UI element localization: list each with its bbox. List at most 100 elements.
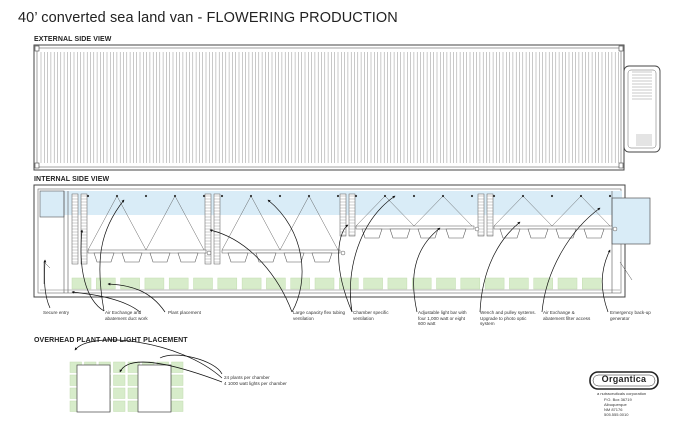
lamp-hood bbox=[555, 228, 577, 239]
callout-arrow bbox=[413, 227, 441, 313]
plant-pot bbox=[339, 277, 359, 290]
callout-arrow bbox=[601, 249, 611, 313]
plant-pot bbox=[582, 277, 602, 290]
plant-pot bbox=[217, 277, 238, 290]
label-plant-placement: Plant placement bbox=[168, 310, 201, 315]
overhead-view-heading: OVERHEAD PLANT AND LIGHT PLACEMENT bbox=[34, 337, 188, 344]
ceiling-hook bbox=[521, 194, 525, 198]
duct-tube bbox=[213, 193, 221, 265]
light-bar bbox=[493, 225, 618, 239]
ceiling-hook bbox=[307, 194, 311, 198]
plant-square bbox=[113, 374, 126, 386]
plant-pot bbox=[193, 277, 213, 290]
lamp-hood bbox=[445, 228, 467, 239]
ceiling-hook bbox=[441, 194, 445, 198]
logo-tagline: a nutraceuticals corporation bbox=[597, 391, 647, 396]
external-container bbox=[33, 44, 661, 171]
plant-pot bbox=[168, 277, 189, 290]
plant-pot bbox=[387, 277, 408, 290]
ceiling-hook bbox=[412, 194, 416, 198]
internal-view-heading: INTERNAL SIDE VIEW bbox=[34, 176, 110, 183]
lamp-hood bbox=[417, 228, 439, 239]
duct-tube bbox=[348, 193, 356, 237]
callout-arrow bbox=[349, 195, 396, 313]
pulley-icon bbox=[206, 250, 212, 256]
callout-arrow bbox=[541, 207, 601, 313]
plant-pot bbox=[120, 277, 140, 290]
pulley-icon bbox=[474, 226, 480, 232]
label-secure-entry: Secure entry bbox=[43, 310, 70, 315]
callout-arrow bbox=[338, 224, 353, 313]
plant-square bbox=[113, 400, 126, 412]
plant-pot bbox=[241, 277, 262, 290]
plant-square bbox=[171, 387, 184, 399]
ceiling-hook bbox=[336, 194, 340, 198]
plant-square bbox=[113, 361, 126, 373]
callout-arrow bbox=[99, 199, 125, 312]
pulley-icon bbox=[612, 226, 618, 232]
external-view-heading: EXTERNAL SIDE VIEW bbox=[34, 36, 112, 43]
plant-pot bbox=[460, 277, 481, 290]
plant-square bbox=[171, 400, 184, 412]
ceiling-hook bbox=[220, 194, 224, 198]
plant-pot bbox=[509, 277, 529, 290]
pulley-icon bbox=[340, 250, 346, 256]
lamp-hood bbox=[527, 228, 549, 239]
lamp-hood bbox=[499, 228, 521, 239]
logo-address: P.O. Box 36719 Albuquerque NM 87176 505.… bbox=[604, 397, 632, 417]
label-flex-tubing: Large capacity flex tubing ventilation bbox=[293, 310, 346, 321]
duct-tube bbox=[477, 193, 485, 237]
duct-tube bbox=[71, 193, 79, 265]
callout-arrow bbox=[479, 221, 521, 313]
lamp-hood bbox=[583, 228, 605, 239]
overhead-chamber bbox=[69, 339, 223, 413]
plant-pot bbox=[484, 277, 505, 290]
callout-arrow bbox=[267, 199, 303, 313]
ceiling-hook bbox=[249, 194, 253, 198]
label-plants-per-chamber: 24 plants per chamber bbox=[224, 375, 270, 380]
plant-square bbox=[113, 387, 126, 399]
plant-pot bbox=[266, 277, 286, 290]
plant-pot bbox=[436, 277, 456, 290]
light-bar bbox=[221, 249, 346, 263]
label-wench-pulley: Wench and pulley systems. Upgrade to pho… bbox=[480, 310, 536, 327]
lamp-hood bbox=[389, 228, 411, 239]
label-chamber-ventilation: Chamber specific ventilation bbox=[353, 310, 389, 321]
ceiling-hook bbox=[278, 194, 282, 198]
lamp-hood bbox=[121, 252, 143, 263]
ceiling-hook bbox=[86, 194, 90, 198]
label-light-bar: Adjustable light bar with four 1,000 wat… bbox=[418, 310, 467, 327]
callout-arrow bbox=[43, 259, 51, 309]
logo-wordmark: Organtica bbox=[601, 374, 647, 384]
lamp-hood bbox=[283, 252, 305, 263]
lamp-hood bbox=[361, 228, 383, 239]
ceiling-hook bbox=[354, 194, 358, 198]
ceiling-hook bbox=[550, 194, 554, 198]
duct-tube bbox=[339, 193, 347, 237]
ceiling-hook bbox=[579, 194, 583, 198]
ceiling-hook bbox=[608, 194, 612, 198]
duct-tube bbox=[80, 193, 88, 265]
lamp-hood bbox=[311, 252, 333, 263]
ceiling-hook bbox=[115, 194, 119, 198]
plant-square bbox=[171, 374, 184, 386]
label-air-exchange-duct: Air Exchange and abatement duct work bbox=[105, 310, 148, 321]
callout-arrow bbox=[71, 290, 141, 313]
ceiling-hook bbox=[383, 194, 387, 198]
lamp-hood bbox=[149, 252, 171, 263]
page-title: 40’ converted sea land van - FLOWERING P… bbox=[18, 10, 398, 26]
internal-container bbox=[33, 184, 651, 298]
generator-unit bbox=[623, 65, 661, 153]
organtica-logo bbox=[589, 371, 659, 390]
ceiling-hook bbox=[173, 194, 177, 198]
plant-pot bbox=[314, 277, 335, 290]
callout-arrow bbox=[80, 229, 105, 312]
label-generator: Emergency back-up generator bbox=[610, 310, 651, 321]
callout-arrow bbox=[209, 229, 293, 313]
plant-pot bbox=[96, 277, 116, 290]
label-lights-per-chamber: 4 1000 watt lights per chamber bbox=[224, 381, 287, 386]
plant-pot bbox=[144, 277, 165, 290]
lamp-hood bbox=[227, 252, 249, 263]
plant-pot bbox=[363, 277, 383, 290]
plant-pot bbox=[533, 277, 553, 290]
